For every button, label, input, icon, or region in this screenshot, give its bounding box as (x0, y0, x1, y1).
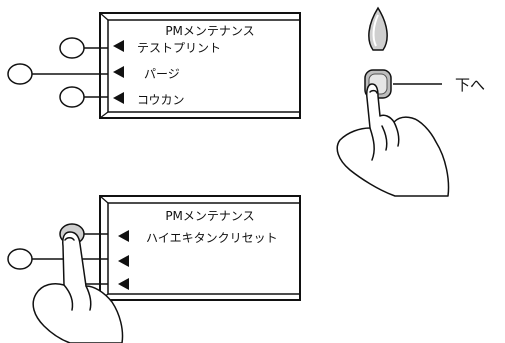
top-side-button-2[interactable] (7, 63, 33, 85)
top-lcd-panel: PMメンテナンス テストプリント パージ コウカン (99, 12, 301, 119)
top-row3-arrow-icon (113, 92, 124, 104)
bottom-row1-arrow-icon (118, 230, 129, 242)
top-side-button-3[interactable] (59, 86, 85, 108)
top-side-buttons (7, 37, 108, 108)
bottom-panel-title: PMメンテナンス (165, 209, 254, 223)
scroll-buttons: 下へ (364, 6, 485, 99)
top-row1-arrow-icon (113, 40, 124, 52)
top-panel-title: PMメンテナンス (165, 24, 254, 38)
down-button-caption: 下へ (455, 76, 485, 94)
hand-pressing-side-button-icon (32, 231, 124, 343)
top-row1-label: テストプリント (137, 41, 221, 55)
bottom-row1-label: ハイエキタンクリセット (146, 231, 278, 245)
top-row2-label: パージ (144, 67, 180, 81)
top-row3-label: コウカン (137, 93, 185, 107)
bottom-row3-arrow-icon (118, 278, 129, 290)
top-side-button-1[interactable] (59, 37, 85, 59)
bottom-side-buttons (7, 223, 108, 285)
bottom-lcd-panel: PMメンテナンス ハイエキタンクリセット (99, 195, 301, 301)
top-row2-arrow-icon (113, 66, 124, 78)
bottom-row2-arrow-icon (118, 255, 129, 267)
up-button[interactable] (368, 6, 388, 51)
hand-pressing-down-button-icon (336, 83, 450, 197)
bottom-side-button-2[interactable] (7, 248, 33, 270)
